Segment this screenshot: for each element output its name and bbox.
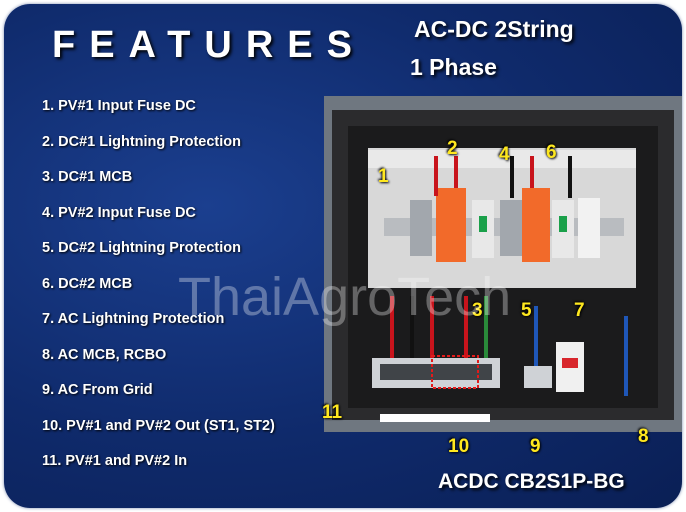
- feature-item: 8. AC MCB, RCBO: [42, 346, 167, 363]
- callout-1: 1: [378, 166, 389, 187]
- feature-list: 1. PV#1 Input Fuse DC 2. DC#1 Lightning …: [42, 96, 275, 487]
- enclosure-illustration: [324, 96, 682, 432]
- feature-item: 11. PV#1 and PV#2 In: [42, 453, 188, 469]
- subtitle-line2: 1 Phase: [410, 54, 497, 80]
- callout-2: 2: [447, 138, 458, 159]
- feature-item: 3. DC#1 MCB: [42, 169, 133, 185]
- spd-1: [436, 188, 466, 262]
- callout-8: 8: [638, 426, 649, 447]
- feature-item: 9. AC From Grid: [42, 382, 153, 398]
- fuse-holder-2: [500, 200, 522, 256]
- subtitle-line1: AC-DC 2String: [414, 16, 574, 42]
- callout-3: 3: [472, 300, 483, 321]
- callout-5: 5: [521, 300, 532, 321]
- feature-item: 6. DC#2 MCB: [42, 275, 133, 292]
- callout-11: 11: [322, 402, 343, 423]
- feature-item: 2. DC#1 Lightning Protection: [42, 133, 241, 150]
- feature-item: 10. PV#1 and PV#2 Out (ST1, ST2): [42, 417, 275, 434]
- feature-item: 4. PV#2 Input Fuse DC: [42, 204, 196, 221]
- fuse-holder-1: [410, 200, 432, 256]
- feature-item: 7. AC Lightning Protection: [42, 311, 225, 327]
- callout-6: 6: [546, 142, 557, 163]
- feature-card: FEATURES AC-DC 2String 1 Phase 1. PV#1 I…: [4, 4, 682, 508]
- callout-10: 10: [448, 436, 470, 457]
- feature-item: 1. PV#1 Input Fuse DC: [42, 98, 196, 114]
- spd-2: [522, 188, 550, 262]
- callout-4: 4: [499, 144, 510, 165]
- callout-7: 7: [574, 300, 585, 321]
- feature-item: 5. DC#2 Lightning Protection: [42, 240, 241, 256]
- callout-9: 9: [530, 436, 541, 457]
- model-name: ACDC CB2S1P-BG: [438, 470, 625, 493]
- ac-spd: [578, 198, 600, 258]
- product-photo: 1 2 3 4 5 6 7 8: [324, 96, 682, 447]
- page-title: FEATURES: [52, 24, 366, 66]
- watermark: ThaiAgroTech: [178, 267, 512, 327]
